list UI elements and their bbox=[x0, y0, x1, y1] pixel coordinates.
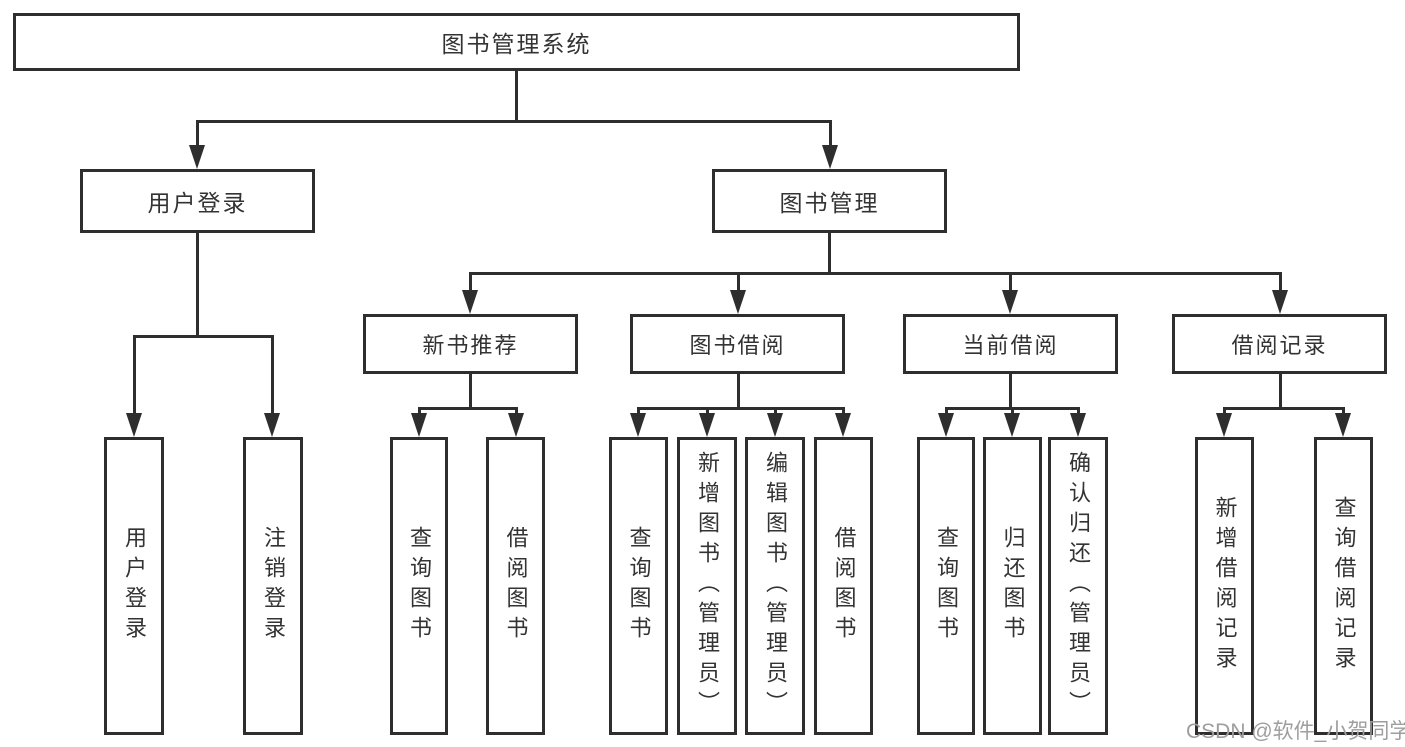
leaf-borrow-query-books-label: 查询图书 bbox=[626, 526, 652, 646]
connector-hline bbox=[469, 272, 1282, 275]
leaf-recommend-borrow-books: 借阅图书 bbox=[486, 437, 545, 735]
leaf-current-query-books-label: 查询图书 bbox=[934, 526, 959, 646]
arrowhead-down bbox=[767, 413, 783, 437]
leaf-logout-label: 注销登录 bbox=[261, 526, 286, 646]
connector-vline bbox=[1009, 272, 1012, 294]
leaf-recommend-borrow-books-label: 借阅图书 bbox=[503, 526, 529, 646]
arrowhead-down bbox=[1002, 290, 1018, 314]
connector-hline bbox=[1223, 407, 1344, 410]
connector-vline bbox=[1223, 407, 1226, 417]
connector-hline bbox=[637, 407, 845, 410]
arrowhead-down bbox=[822, 145, 838, 169]
arrowhead-down bbox=[462, 290, 478, 314]
connector-vline bbox=[842, 407, 845, 417]
csdn-watermark: CSDN @软件_小贺同学 bbox=[1186, 720, 1405, 743]
arrowhead-down bbox=[1335, 413, 1351, 437]
leaf-borrow-borrow-books-label: 借阅图书 bbox=[831, 526, 857, 646]
connector-vline bbox=[945, 407, 948, 417]
connector-vline bbox=[515, 407, 518, 417]
leaf-recommend-query-books: 查询图书 bbox=[390, 437, 448, 735]
connector-vline bbox=[196, 233, 199, 337]
node-library-system: 图书管理系统 bbox=[13, 13, 1020, 71]
leaf-user-login-label: 用户登录 bbox=[122, 526, 147, 646]
leaf-recommend-query-books-label: 查询图书 bbox=[407, 526, 432, 646]
arrowhead-down bbox=[1070, 413, 1086, 437]
connector-vline bbox=[828, 233, 831, 274]
connector-vline bbox=[133, 335, 136, 417]
connector-hline bbox=[196, 120, 832, 123]
leaf-current-query-books: 查询图书 bbox=[917, 437, 975, 735]
connector-vline bbox=[637, 407, 640, 417]
arrowhead-down bbox=[1216, 413, 1232, 437]
leaf-borrow-borrow-books: 借阅图书 bbox=[814, 437, 873, 735]
arrowhead-down bbox=[730, 290, 746, 314]
leaf-logout: 注销登录 bbox=[243, 437, 303, 735]
arrowhead-down bbox=[189, 145, 205, 169]
arrowhead-down bbox=[126, 413, 142, 437]
connector-vline bbox=[737, 374, 740, 409]
connector-vline bbox=[515, 70, 518, 122]
leaf-add-borrow-record-label: 新增借阅记录 bbox=[1212, 496, 1238, 676]
leaf-edit-books-admin-label: 编辑图书（管理员） bbox=[763, 451, 788, 721]
leaf-return-books-label: 归还图书 bbox=[1000, 526, 1026, 646]
arrowhead-down bbox=[630, 413, 646, 437]
connector-vline bbox=[1279, 272, 1282, 294]
connector-vline bbox=[1077, 407, 1080, 417]
connector-vline bbox=[418, 407, 421, 417]
connector-vline bbox=[774, 407, 777, 417]
arrowhead-down bbox=[264, 413, 280, 437]
arrowhead-down bbox=[938, 413, 954, 437]
leaf-confirm-return-admin-label: 确认归还（管理员） bbox=[1066, 451, 1091, 721]
connector-vline bbox=[469, 272, 472, 294]
node-book-borrow: 图书借阅 bbox=[630, 314, 845, 374]
arrowhead-down bbox=[1004, 413, 1020, 437]
node-borrow-records: 借阅记录 bbox=[1172, 314, 1387, 374]
leaf-confirm-return-admin: 确认归还（管理员） bbox=[1048, 437, 1108, 735]
connector-vline bbox=[1342, 407, 1345, 417]
node-user-login: 用户登录 bbox=[80, 169, 315, 233]
node-current-borrow: 当前借阅 bbox=[903, 314, 1118, 374]
arrowhead-down bbox=[835, 413, 851, 437]
leaf-add-books-admin-label: 新增图书（管理员） bbox=[695, 451, 720, 721]
connector-vline bbox=[1011, 407, 1014, 417]
arrowhead-down bbox=[699, 413, 715, 437]
leaf-add-books-admin: 新增图书（管理员） bbox=[677, 437, 737, 735]
connector-vline bbox=[271, 335, 274, 417]
connector-hline bbox=[418, 407, 518, 410]
leaf-query-borrow-record-label: 查询借阅记录 bbox=[1331, 496, 1357, 676]
arrowhead-down bbox=[411, 413, 427, 437]
node-book-management: 图书管理 bbox=[712, 169, 947, 233]
leaf-add-borrow-record: 新增借阅记录 bbox=[1195, 437, 1254, 735]
connector-vline bbox=[1009, 374, 1012, 409]
leaf-user-login: 用户登录 bbox=[104, 437, 164, 735]
leaf-edit-books-admin: 编辑图书（管理员） bbox=[745, 437, 805, 735]
arrowhead-down bbox=[508, 413, 524, 437]
leaf-query-borrow-record: 查询借阅记录 bbox=[1314, 437, 1373, 735]
connector-vline bbox=[737, 272, 740, 294]
connector-vline bbox=[1279, 374, 1282, 409]
connector-vline bbox=[196, 120, 199, 152]
node-new-book-recommend: 新书推荐 bbox=[363, 314, 578, 374]
connector-hline bbox=[133, 335, 274, 338]
connector-vline bbox=[706, 407, 709, 417]
connector-vline bbox=[829, 120, 832, 152]
leaf-borrow-query-books: 查询图书 bbox=[609, 437, 668, 735]
arrowhead-down bbox=[1272, 290, 1288, 314]
leaf-return-books: 归还图书 bbox=[983, 437, 1042, 735]
connector-vline bbox=[469, 374, 472, 409]
